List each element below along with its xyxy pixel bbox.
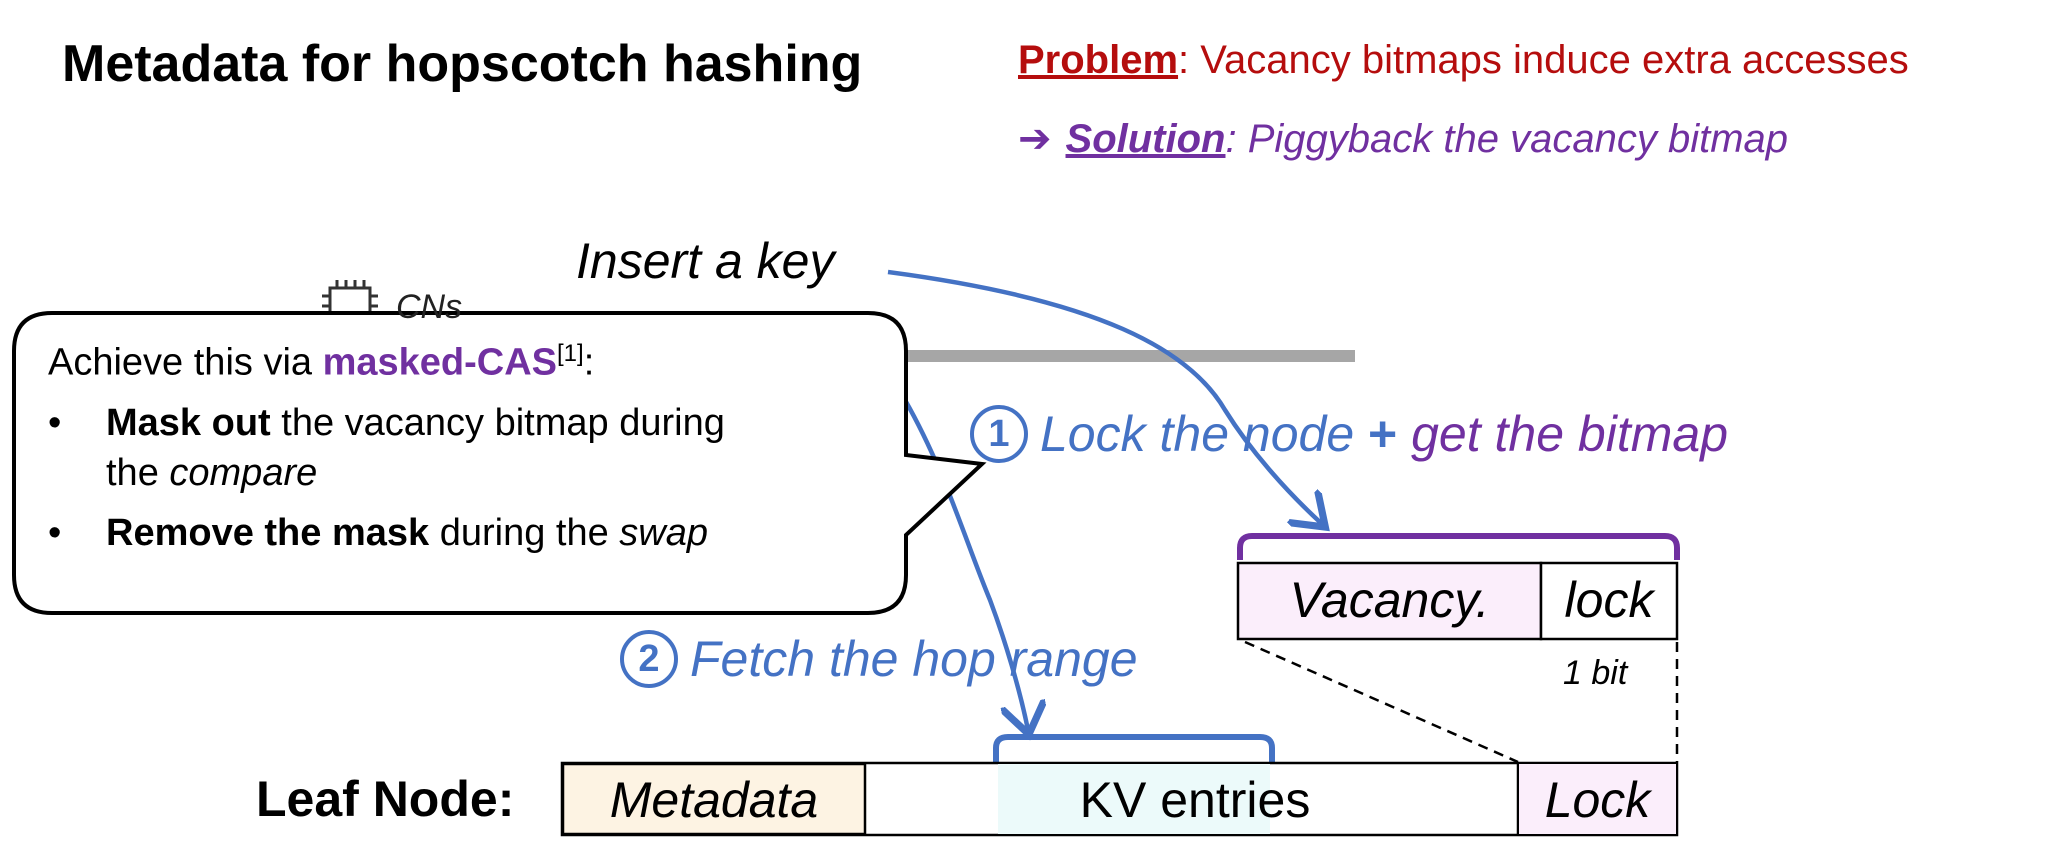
problem-statement: Problem: Vacancy bitmaps induce extra ac… — [1018, 38, 1909, 83]
page-title: Metadata for hopscotch hashing — [62, 35, 863, 93]
lock-arrow — [887, 269, 1322, 524]
leaf-metadata-box — [561, 762, 867, 836]
leaf-lock-box — [1519, 764, 1676, 834]
solution-keyword: Solution — [1065, 117, 1226, 161]
callout-bullet-mask-out: • Mask out the vacancy bitmap during the… — [48, 401, 725, 494]
vacancy-cell-box — [1236, 561, 1543, 641]
leaf-metadata-cell: Metadata — [609, 772, 819, 828]
one-bit-label: 1 bit — [1563, 654, 1628, 692]
citation-ref: [1] — [557, 340, 584, 367]
bullet-icon: • — [48, 401, 62, 444]
callout-bullet-remove-mask: • Remove the mask during the swap — [48, 511, 709, 554]
step-1-number-badge: 1 — [970, 404, 1028, 463]
bitmap-bracket — [1237, 533, 1680, 560]
bullet-icon: • — [48, 511, 62, 554]
network-bar — [870, 350, 1355, 362]
step-2-number-badge: 2 — [620, 629, 678, 688]
hop-range-bracket — [993, 734, 1275, 762]
callout-text: Achieve this via masked-CAS[1]: • Mask o… — [48, 342, 908, 552]
solution-statement: ➔ Solution: Piggyback the vacancy bitmap — [1018, 116, 1788, 162]
right-arrow-icon: ➔ — [1018, 117, 1052, 161]
insert-key-label: Insert a key — [576, 233, 835, 289]
vacancy-cell: Vacancy. — [1289, 572, 1490, 628]
leaf-kv-entries-cell: KV entries — [1079, 772, 1311, 828]
lock-cell-box — [1539, 561, 1679, 641]
problem-keyword: Problem — [1018, 38, 1179, 82]
leaf-kv-box — [998, 764, 1270, 834]
lock-cell: lock — [1564, 572, 1654, 628]
masked-cas-term: masked-CAS — [322, 341, 557, 384]
problem-text: : Vacancy bitmaps induce extra accesses — [1178, 38, 1909, 82]
callout-bubble — [12, 311, 987, 615]
callout-intro: Achieve this via masked-CAS[1]: — [48, 340, 595, 384]
solution-text: : Piggyback the vacancy bitmap — [1225, 117, 1789, 161]
leaf-lock-cell: Lock — [1544, 772, 1651, 828]
cns-label: CNs — [396, 288, 463, 326]
leaf-node-label: Leaf Node: — [256, 771, 515, 827]
zoom-line-left — [1244, 640, 1519, 764]
